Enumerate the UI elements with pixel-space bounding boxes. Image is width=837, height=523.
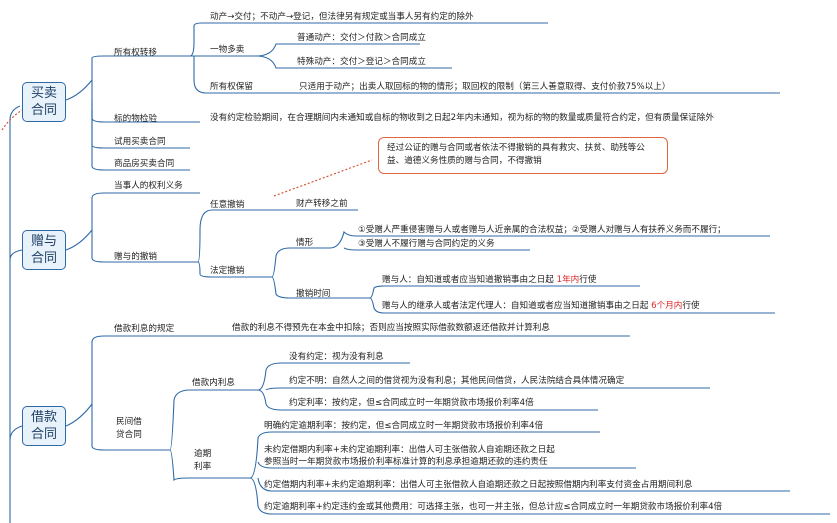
- node-donor-period: 赠与人：自知道或者应当知道撤销事由之日起 1年内行使: [382, 275, 596, 286]
- dotted-link-callout: [273, 159, 373, 197]
- node-overdue-neither-1: 未约定借期内利率+未约定逾期利率：出借人可主张借款人自逾期还款之日起: [264, 445, 555, 455]
- node-statutory-revocation[interactable]: 法定撤销: [210, 266, 245, 276]
- callout-non-revocable: 经过公证的赠与合同或者依法不得撤销的具有救灾、扶贫、助残等公益、道德义务性质的赠…: [378, 137, 668, 174]
- node-revocation-period[interactable]: 撤销时间: [296, 289, 331, 299]
- node-agreed-rate: 约定利率：按约定，但≤合同成立时一年期贷款市场报价利率4倍: [289, 398, 534, 408]
- node-trial-sale[interactable]: 试用买卖合同: [114, 137, 166, 147]
- heir-period-prefix: 赠与人的继承人或者法定代理人：自知道或者应当知道撤销事由之日起: [382, 301, 649, 311]
- node-no-agreement: 没有约定：视为没有利息: [289, 352, 384, 362]
- topic-gift-contract[interactable]: 赠与 合同: [22, 230, 66, 270]
- spine-to-loan: [9, 425, 23, 441]
- node-situation-line1: ①受赠人严重侵害赠与人或者赠与人近亲属的合法权益；②受赠人对赠与人有扶养义务而不…: [358, 225, 726, 235]
- node-inspection-text: 没有约定检验期间，在合理期间内未通知或自标的物收到之日起2年内未通知，视为标的物…: [210, 113, 714, 123]
- donor-period-suffix: 行使: [579, 275, 597, 285]
- node-ownership-transfer[interactable]: 所有权转移: [114, 48, 157, 58]
- node-loan-interest[interactable]: 借款内利息: [192, 378, 235, 388]
- node-ordinary-movable: 普通动产：交付＞付款＞合同成立: [297, 33, 426, 43]
- node-housing-sale[interactable]: 商品房买卖合同: [114, 159, 175, 169]
- node-overdue-neither-2: 参照当时一年期贷款市场报价利率标准计算的利息承担逾期还款的违约责任: [264, 457, 548, 467]
- node-inspection[interactable]: 标的物检验: [114, 114, 157, 124]
- node-situation-line2: ③受赠人不履行赠与合同约定的义务: [358, 239, 495, 249]
- node-multi-sale[interactable]: 一物多卖: [210, 45, 245, 55]
- node-heir-period: 赠与人的继承人或者法定代理人：自知道或者应当知道撤销事由之日起 6个月内行使: [382, 301, 700, 312]
- spine-to-gift: [9, 249, 23, 261]
- topic-sales-contract[interactable]: 买卖 合同: [22, 82, 66, 122]
- topic-loan-contract[interactable]: 借款 合同: [22, 406, 66, 446]
- node-movable-delivery: 动产→交付；不动产→登记，但法律另有规定或当事人另有约定的除外: [210, 12, 474, 22]
- node-ownership-reservation[interactable]: 所有权保留: [210, 82, 253, 92]
- node-overdue-rate[interactable]: 逾期 利率: [194, 449, 212, 472]
- node-overdue-clear: 明确约定逾期利率：按约定，但≤合同成立时一年期贷款市场报价利率4倍: [264, 421, 544, 431]
- node-special-movable: 特殊动产：交付＞登记＞合同成立: [297, 57, 426, 67]
- node-private-loan[interactable]: 民间借 贷合同: [116, 417, 142, 440]
- donor-period-prefix: 赠与人：自知道或者应当知道撤销事由之日起: [382, 275, 554, 285]
- node-arbitrary-revocation[interactable]: 任意撤销: [210, 200, 245, 210]
- node-party-rights[interactable]: 当事人的权利义务: [114, 181, 183, 191]
- heir-period-highlight: 6个月内: [651, 301, 683, 311]
- node-before-transfer: 财产转移之前: [296, 199, 348, 209]
- node-interest-rule-text: 借款的利息不得预先在本金中扣除；否则应当按照实际借款数额返还借款并计算利息: [232, 323, 550, 333]
- node-interest-rule[interactable]: 借款利息的规定: [114, 324, 175, 334]
- spine-line: [9, 105, 21, 523]
- node-unclear-agreement: 约定不明：自然人之间的借贷视为没有利息；其他民间借贷，人民法院结合具体情况确定: [289, 376, 625, 386]
- heir-period-suffix: 行使: [682, 301, 700, 311]
- node-reservation-text: 只适用于动产；出卖人取回标的物的情形；取回权的限制（第三人善意取得、支付价款75…: [299, 82, 671, 92]
- node-overdue-within-only: 约定借期内利率+未约定逾期利率：出借人可主张借款人自逾期还款之日起按照借期内利率…: [264, 480, 693, 490]
- donor-period-highlight: 1年内: [556, 275, 580, 285]
- node-overdue-both: 约定逾期利率+约定违约金或其他费用：可选择主张，也可一并主张，但总计应≤合同成立…: [264, 502, 723, 512]
- node-situation[interactable]: 情形: [296, 238, 314, 248]
- node-gift-revocation[interactable]: 赠与的撤销: [114, 252, 157, 262]
